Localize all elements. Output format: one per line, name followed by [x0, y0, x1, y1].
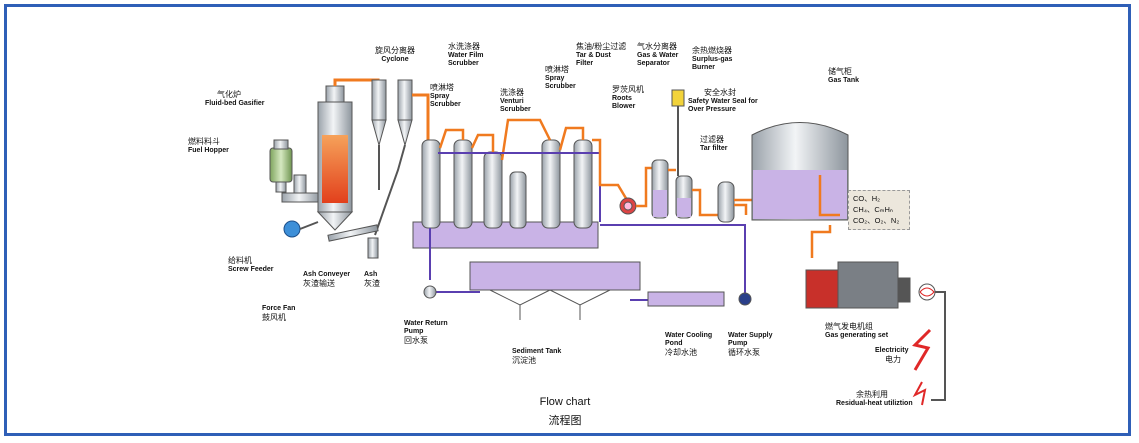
gas-composition-line-2: CH₄、CₘHₙ [853, 205, 893, 214]
diagram-frame [4, 4, 1131, 436]
fluid-bed-gasifier [316, 85, 354, 231]
gas-pipe-to-tar-filter [668, 168, 720, 217]
residual-heat-icon [912, 381, 927, 406]
force-fan [283, 220, 319, 238]
title-cn: 流程图 [548, 415, 582, 427]
gas-pipes-scrubber-train [438, 118, 585, 161]
gas-composition-box: CO、H₂ CH₄、CₘHₙ CO₂、O₂、N₂ [848, 190, 910, 230]
scrubber-water-basin [412, 221, 599, 249]
electricity-output [912, 283, 946, 401]
gas-pipe-to-generator [810, 175, 840, 258]
gas-pipe-to-blower [592, 138, 632, 206]
gas-pipe-cyclone-scrubber [412, 93, 430, 140]
tar-filter [717, 181, 735, 223]
surplus-gas-burner [671, 89, 685, 176]
gas-composition-line-1: CO、H₂ [853, 194, 881, 203]
gas-generating-set [805, 261, 911, 309]
title-en: Flow chart [539, 396, 591, 408]
cyclone [371, 79, 413, 236]
scrubber-columns [421, 139, 593, 229]
water-cooling-pond [647, 291, 725, 307]
gas-water-separator [651, 159, 693, 219]
diagram-title: Flow chart 流程图 [520, 396, 610, 428]
sediment-tank [469, 261, 641, 320]
gas-composition-line-3: CO₂、O₂、N₂ [853, 216, 900, 225]
water-supply-pump [738, 292, 752, 306]
roots-blower [619, 197, 637, 215]
ash-conveyer [327, 224, 379, 259]
screw-feeder [281, 174, 321, 203]
gas-tank [751, 122, 849, 221]
water-return-pump [423, 285, 437, 299]
fuel-hopper [269, 139, 293, 193]
